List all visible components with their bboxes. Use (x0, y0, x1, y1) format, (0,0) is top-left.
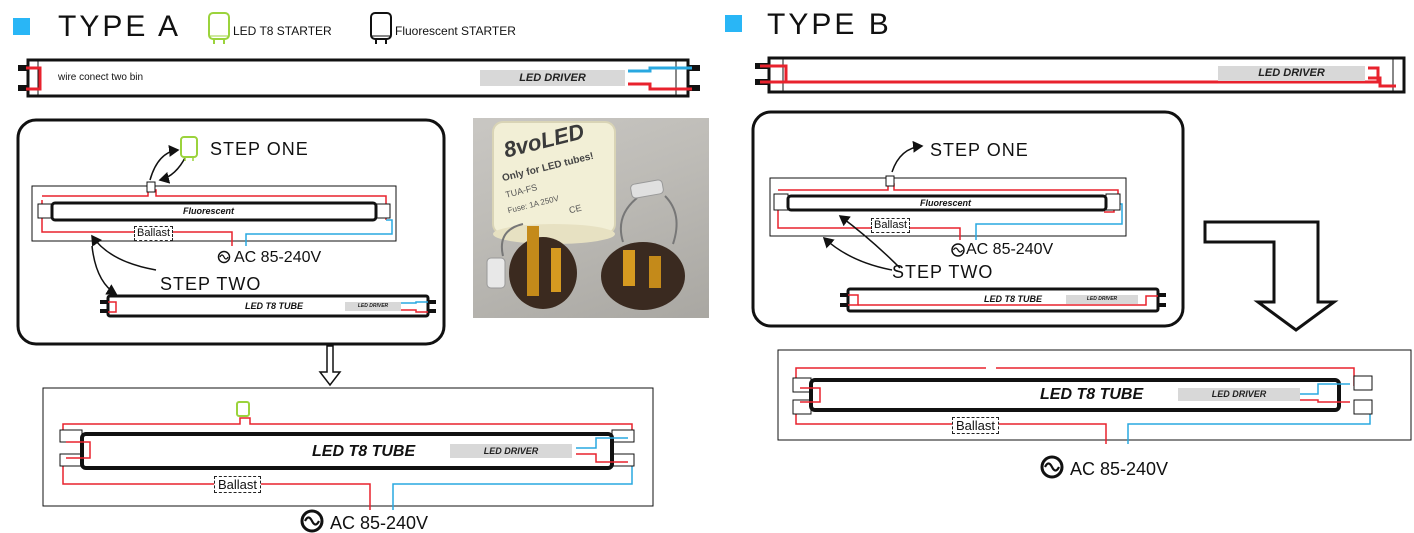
type-a-fluorescent-label: Fluorescent (183, 206, 235, 216)
type-b-header-driver: LED DRIVER (1218, 66, 1365, 81)
type-a-result-ac: AC 85-240V (330, 513, 429, 533)
type-a-result-ballast: Ballast (214, 476, 262, 493)
type-a-led-tube-label: LED T8 TUBE (245, 301, 304, 311)
starter-photo-drawing (486, 121, 685, 310)
type-b-result-driver: LED DRIVER (1178, 388, 1300, 401)
type-b-result-tube: LED T8 TUBE (1040, 386, 1144, 403)
led-starter-icon-step (180, 136, 198, 161)
type-b-led-tube-label: LED T8 TUBE (984, 294, 1043, 304)
type-a-step-box (16, 118, 446, 346)
type-a-ac-small: AC 85-240V (234, 249, 322, 266)
type-a-step-two: STEP TWO (160, 274, 262, 294)
type-a-down-arrow (318, 345, 342, 387)
type-b-result-fixture (777, 349, 1412, 444)
type-a-header-driver: LED DRIVER (480, 70, 625, 86)
type-b-title: TYPE B (767, 8, 892, 41)
type-a-step-one: STEP ONE (210, 139, 309, 159)
fluorescent-starter-icon (370, 12, 392, 44)
ac-symbol-small-b (951, 243, 965, 257)
type-a-result-driver: LED DRIVER (450, 444, 572, 458)
type-b-led-driver-small: LED DRIVER (1066, 295, 1138, 304)
type-b-ballast: Ballast (871, 218, 911, 233)
type-b-result-ballast: Ballast (952, 417, 1000, 434)
type-b-accent-square (725, 15, 742, 32)
type-b-header-tube (755, 56, 1406, 94)
type-a-result-tube: LED T8 TUBE (312, 443, 416, 460)
ac-symbol-big-b (1040, 455, 1064, 479)
wire-note: wire conect two bin (58, 72, 144, 83)
starter-photo: 8voLED Only for LED tubes! TUA-FS Fuse: … (473, 118, 709, 318)
type-a-led-driver-small: LED DRIVER (345, 302, 401, 311)
legend-fluorescent-starter: Fluorescent STARTER (395, 24, 516, 38)
ac-symbol-small-a (217, 250, 231, 264)
type-a-led-tube-small (100, 294, 436, 318)
type-b-led-tube-small (840, 287, 1166, 313)
type-b-step-one: STEP ONE (930, 140, 1029, 160)
type-a-accent-square (13, 18, 30, 35)
type-b-ac-small: AC 85-240V (966, 241, 1054, 258)
type-b-fluorescent-label: Fluorescent (920, 198, 972, 208)
ac-symbol-big-a (300, 509, 324, 533)
legend-led-starter: LED T8 STARTER (233, 24, 332, 38)
type-b-result-ac: AC 85-240V (1070, 459, 1169, 479)
type-b-elbow-arrow (1203, 220, 1339, 332)
type-b-fluorescent-fixture (769, 175, 1127, 240)
type-a-result-fixture (42, 387, 654, 510)
type-a-title: TYPE A (58, 10, 182, 43)
type-b-step-two: STEP TWO (892, 262, 994, 282)
type-b-step-box (751, 110, 1185, 328)
led-starter-icon (208, 12, 230, 44)
type-a-ballast: Ballast (134, 226, 174, 241)
